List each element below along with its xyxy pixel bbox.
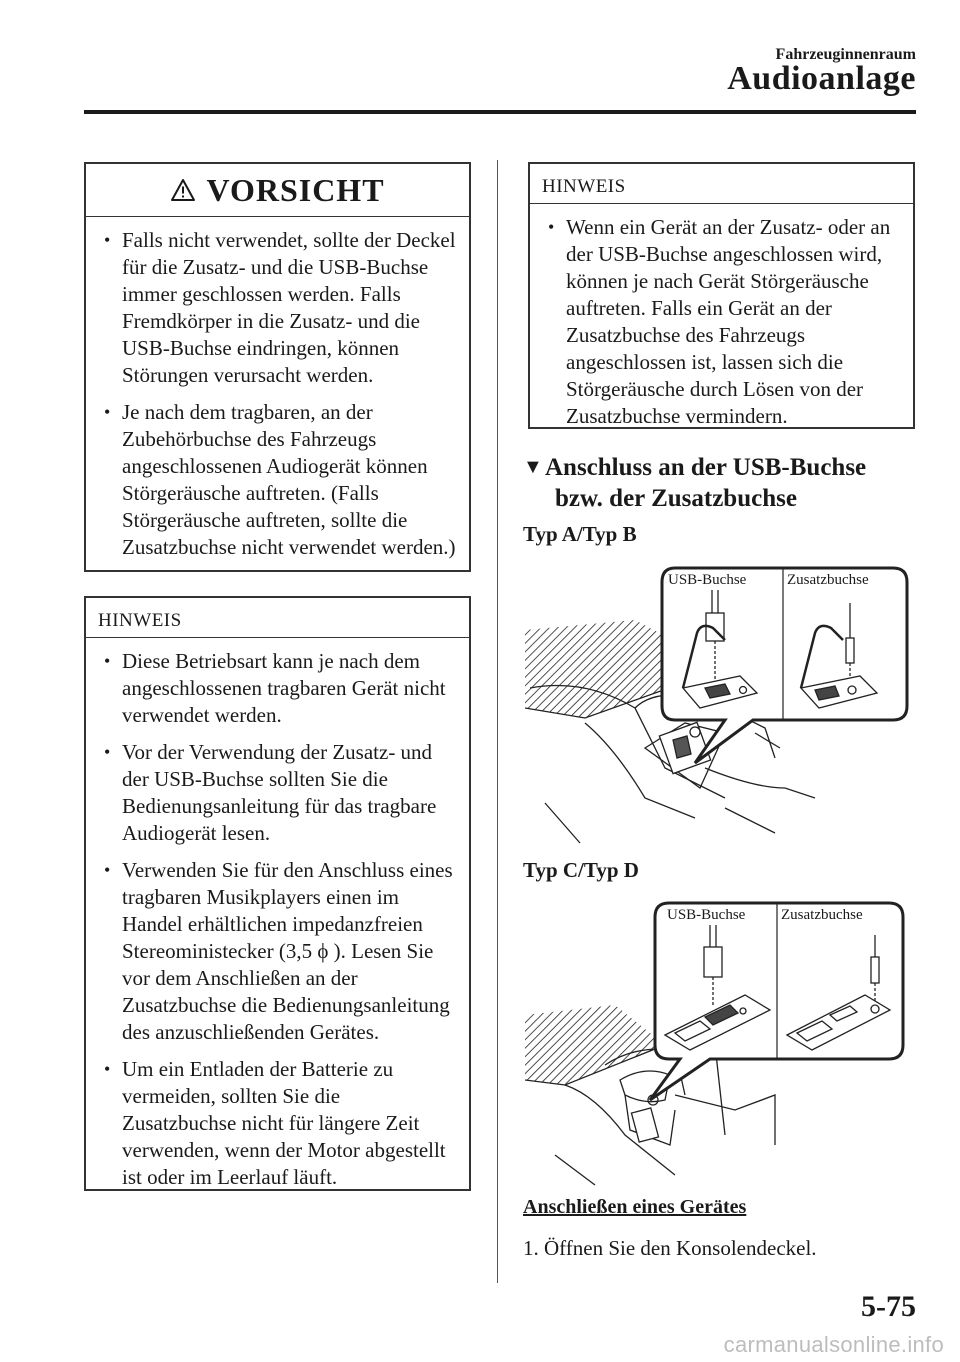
figure-ab-caption: Typ A/Typ B (523, 522, 637, 546)
column-divider (497, 160, 498, 1283)
warning-icon (171, 179, 196, 201)
aux-jack-label: Zusatzbuchse (781, 907, 863, 923)
note-title: HINWEIS (86, 598, 469, 638)
note-box-left: HINWEIS Diese Betriebsart kann je nach d… (84, 596, 471, 1191)
aux-jack-drawing (785, 935, 892, 1051)
triangle-marker-icon: ▼ (523, 456, 543, 478)
caution-box: VORSICHT Falls nicht verwendet, sollte d… (84, 162, 471, 572)
page-title: Audioanlage (727, 60, 916, 97)
note-item: Verwenden Sie für den Anschluss eines tr… (98, 857, 459, 1046)
caution-title: VORSICHT (206, 171, 385, 208)
note-box-right: HINWEIS Wenn ein Gerät an der Zusatz- od… (528, 162, 915, 429)
usb-jack-drawing (681, 590, 759, 709)
aux-jack-drawing (799, 603, 879, 709)
header-rule (84, 110, 916, 114)
page-number: 5-75 (861, 1290, 916, 1323)
subheading: Anschließen eines Gerätes (523, 1196, 747, 1218)
note-title: HINWEIS (530, 164, 913, 204)
note-item: Diese Betriebsart kann je nach dem anges… (98, 648, 459, 729)
step-1: 1. Öffnen Sie den Konsolendeckel. (523, 1236, 817, 1260)
watermark: carmanualsonline.info (723, 1332, 944, 1357)
figure-cd-caption: Typ C/Typ D (523, 858, 639, 882)
section-title-line1: Anschluss an der USB-Buchse (545, 454, 867, 481)
usb-jack-label: USB-Buchse (667, 907, 746, 923)
caution-item: Falls nicht verwendet, sollte der Deckel… (98, 227, 459, 389)
section-title-line2: bzw. der Zusatzbuchse (555, 485, 797, 512)
figure-ab-illustration: USB-Buchse Zusatzbuchse (525, 566, 909, 844)
caution-item: Je nach dem tragbaren, an der Zubehörbuc… (98, 399, 459, 561)
note-item: Um ein Entladen der Batterie zu vermeide… (98, 1056, 459, 1191)
note-item: Vor der Verwendung der Zusatz- und der U… (98, 739, 459, 847)
note-item: Wenn ein Gerät an der Zusatz- oder an de… (542, 214, 903, 430)
chapter-label: Fahrzeuginnenraum (775, 46, 916, 63)
figure-cd-illustration: USB-Buchse Zusatzbuchse (525, 901, 905, 1186)
caution-header: VORSICHT (86, 164, 469, 217)
section-title: ▼Anschluss an der USB-Buchse bzw. der Zu… (523, 452, 866, 514)
aux-jack-label: Zusatzbuchse (787, 572, 869, 588)
console-drawing (525, 1005, 776, 1186)
usb-jack-label: USB-Buchse (668, 572, 747, 588)
usb-jack-drawing (663, 925, 772, 1051)
